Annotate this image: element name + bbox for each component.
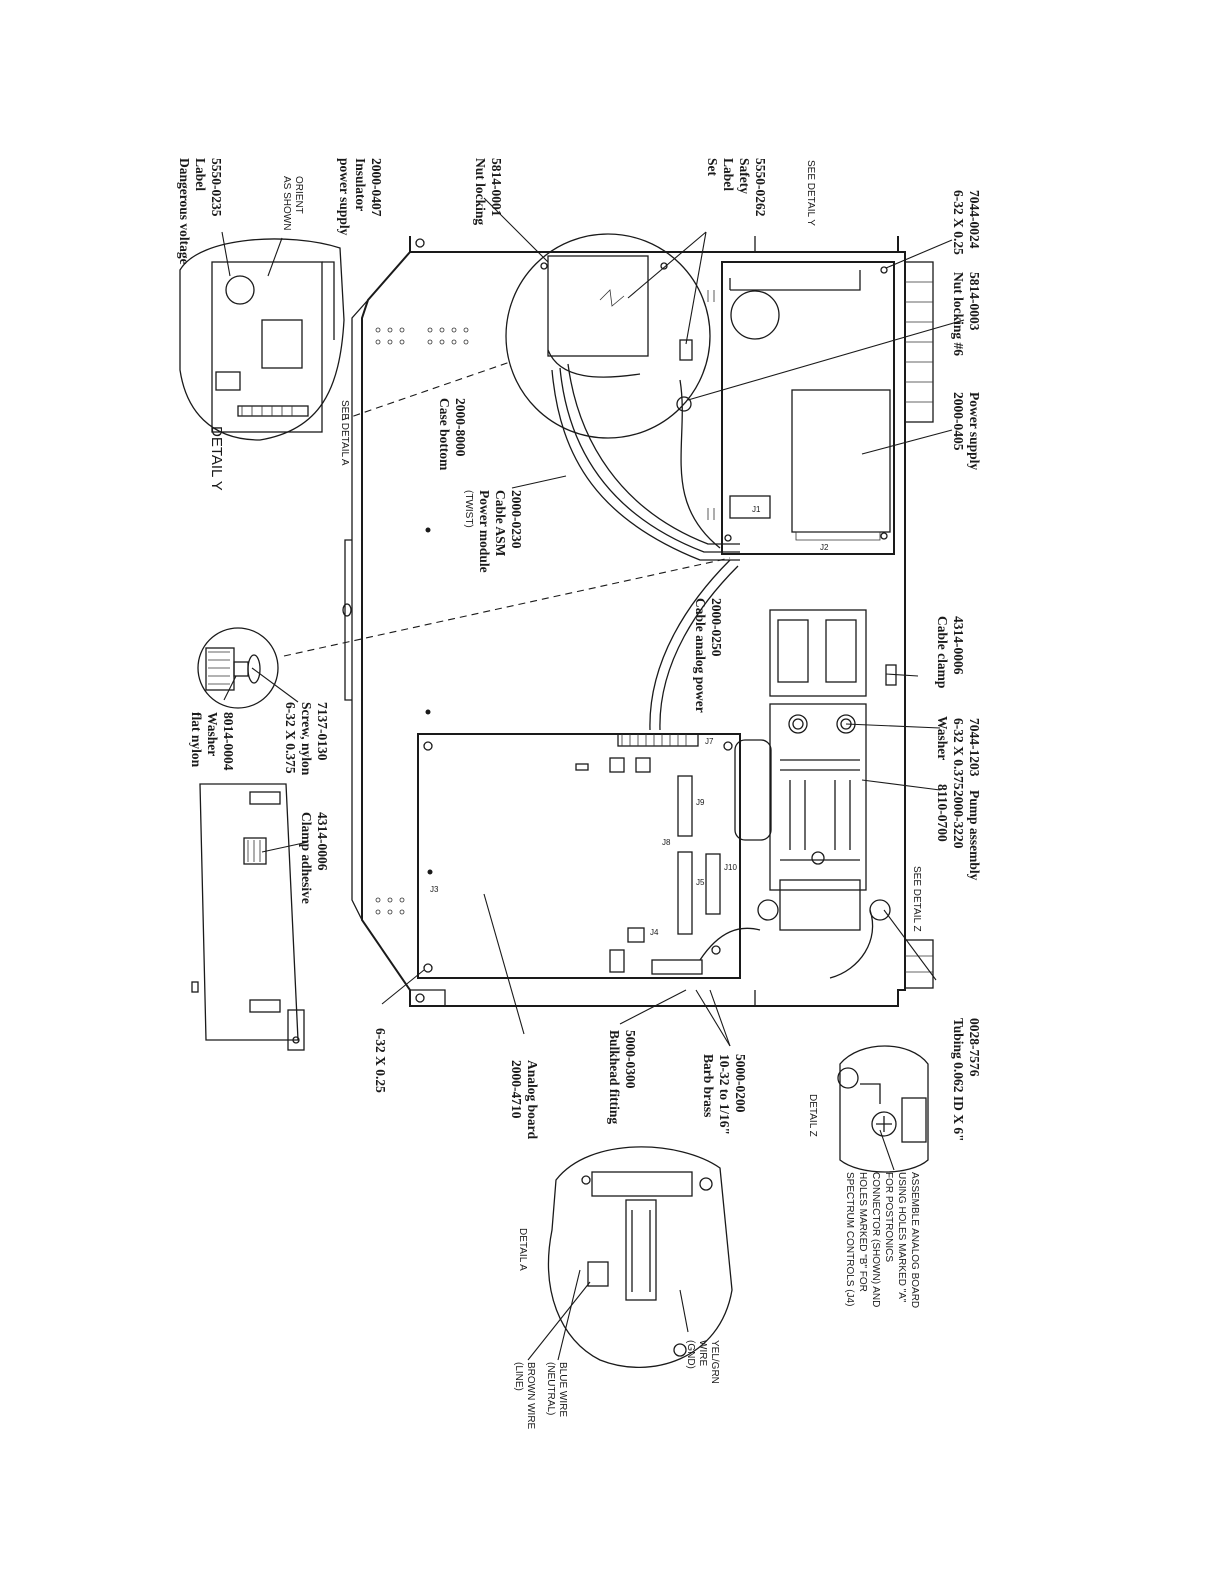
svg-text:DETAIL Z: DETAIL Z — [807, 1094, 818, 1137]
svg-text:DETAIL Y: DETAIL Y — [208, 426, 225, 491]
callout-8110-0700: 8110-0700 — [935, 784, 950, 842]
callout-pump-assembly: 2000-3220Pump assembly — [951, 790, 982, 881]
washer-detail-view — [197, 627, 279, 709]
board-label-j7: J7 — [705, 737, 714, 746]
callout-2000-0230: 2000-0230Cable ASMPower module (TWIST) — [463, 490, 524, 573]
board-label-j8: J8 — [662, 838, 671, 847]
callout-7137-0130: 7137-0130Screw, nylon6-32 X 0.375 — [283, 702, 330, 776]
callout-see-detail-z: SEE DETAIL Z — [911, 866, 922, 932]
board-label-j3: J3 — [430, 885, 439, 894]
detail-z-view — [837, 1045, 929, 1173]
svg-text:5814-0003Nut locking #6: 5814-0003Nut locking #6 — [951, 272, 982, 356]
board-label-j5: J5 — [696, 878, 705, 887]
callout-7044-1203: 7044-12036-32 X 0.375 — [951, 718, 982, 790]
case-bottom-outline — [342, 236, 934, 1007]
svg-text:7044-00246-32 X 0.25: 7044-00246-32 X 0.25 — [951, 190, 982, 255]
callout-orient-as-shown: ORIENTAS SHOWN — [281, 176, 304, 230]
svg-text:5000-020010-32 to 1/16"Barb br: 5000-020010-32 to 1/16"Barb brass — [701, 1054, 748, 1135]
svg-text:8014-0004Washerflat nylon: 8014-0004Washerflat nylon — [189, 712, 236, 771]
callout-see-detail-y: SEE DETAIL Y — [805, 160, 816, 226]
svg-text:SEE DETAIL Z: SEE DETAIL Z — [911, 866, 922, 932]
power-supply-board: J1 J2 — [707, 261, 895, 555]
washer-detail-leader — [283, 557, 731, 657]
callout-brown-wire: BROWN WIRE(LINE) — [513, 1362, 536, 1430]
callout-5000-0300: 5000-0300Bulkhead fitting — [607, 1030, 638, 1124]
detail-a-leader — [341, 361, 511, 421]
callout-6-32-x-0-25: 6-32 X 0.25 — [373, 1028, 388, 1093]
callout-8014-0004: 8014-0004Washerflat nylon — [189, 712, 236, 771]
svg-text:2000-0250Cable analog power: 2000-0250Cable analog power — [693, 598, 724, 713]
svg-text:2000-0407Insulatorpower supply: 2000-0407Insulatorpower supply — [337, 158, 384, 236]
callout-5550-0235: 5550-0235LabelDangerous voltage — [177, 158, 224, 265]
callout-leaders — [221, 197, 965, 1361]
svg-text:Power supply2000-0405: Power supply2000-0405 — [951, 392, 982, 470]
svg-text:5000-0300Bulkhead fitting: 5000-0300Bulkhead fitting — [607, 1030, 638, 1124]
svg-text:SEE DETAIL A: SEE DETAIL A — [339, 400, 350, 466]
label-detail-y: DETAIL Y — [208, 426, 225, 491]
svg-text:5550-0235LabelDangerous voltag: 5550-0235LabelDangerous voltage — [177, 158, 224, 265]
board-label-j4: J4 — [650, 928, 659, 937]
callout-analog-board: Analog board2000-4710 — [509, 1060, 540, 1140]
board-label-j9: J9 — [696, 798, 705, 807]
svg-text:(TWIST): (TWIST) — [463, 490, 474, 528]
svg-text:7137-0130Screw, nylon6-32 X 0.: 7137-0130Screw, nylon6-32 X 0.375 — [283, 702, 330, 776]
svg-text:SEE DETAIL Y: SEE DETAIL Y — [805, 160, 816, 226]
callout-0028-7576: 0028-7576Tubing 0.062 ID X 6" — [951, 1018, 982, 1142]
svg-text:Analog board2000-4710: Analog board2000-4710 — [509, 1060, 540, 1140]
svg-text:ORIENTAS SHOWN: ORIENTAS SHOWN — [281, 176, 304, 230]
callout-blue-wire: BLUE WIRE(NEUTRAL) — [545, 1362, 568, 1417]
svg-text:ASSEMBLE ANALOG BOARDUSING HOL: ASSEMBLE ANALOG BOARDUSING HOLES MARKED … — [844, 1172, 920, 1308]
callout-5814-0003: 5814-0003Nut locking #6 — [951, 272, 982, 356]
detail-a-circle — [505, 233, 711, 439]
analog-board: J7 J9 J8 J10 J5 J4 J3 — [417, 733, 741, 979]
callout-power-supply: Power supply2000-0405 — [951, 392, 982, 470]
callout-4314-0006-clamp-adhesive: 4314-0006Clamp adhesive — [299, 812, 330, 904]
svg-text:BLUE WIRE(NEUTRAL): BLUE WIRE(NEUTRAL) — [545, 1362, 568, 1417]
board-label-j1: J1 — [752, 505, 761, 514]
svg-text:5814-0001Nut locking: 5814-0001Nut locking — [473, 158, 504, 225]
svg-text:2000-3220Pump assembly: 2000-3220Pump assembly — [951, 790, 982, 881]
svg-text:2000-0230Cable ASMPower module: 2000-0230Cable ASMPower module — [477, 490, 524, 573]
board-label-j2: J2 — [820, 543, 829, 552]
pump-assembly — [734, 609, 897, 931]
svg-text:4314-0006Clamp adhesive: 4314-0006Clamp adhesive — [299, 812, 330, 904]
callout-4314-0006-cable-clamp: 4314-0006Cable clamp — [935, 616, 966, 688]
callout-7044-0024: 7044-00246-32 X 0.25 — [951, 190, 982, 255]
svg-text:6-32 X 0.25: 6-32 X 0.25 — [373, 1028, 388, 1093]
callout-2000-0250: 2000-0250Cable analog power — [693, 598, 724, 713]
callout-2000-0407: 2000-0407Insulatorpower supply — [337, 158, 384, 236]
callout-yel-grn-wire: YEL/GRNWIRE(GND) — [685, 1340, 720, 1384]
callout-5550-0262: 5550-0262SafetyLabelSet — [705, 158, 768, 217]
board-label-j10: J10 — [724, 863, 737, 872]
svg-text:7044-12036-32 X 0.375: 7044-12036-32 X 0.375 — [951, 718, 982, 790]
label-detail-a: DETAIL A — [517, 1228, 528, 1271]
svg-text:5550-0262SafetyLabelSet: 5550-0262SafetyLabelSet — [705, 158, 768, 217]
svg-text:DETAIL A: DETAIL A — [517, 1228, 528, 1271]
svg-text:YEL/GRNWIRE(GND): YEL/GRNWIRE(GND) — [685, 1340, 720, 1384]
callout-2000-8000: 2000-8000Case bottom — [437, 398, 468, 471]
callout-5000-0200: 5000-020010-32 to 1/16"Barb brass — [701, 1054, 748, 1135]
svg-text:8110-0700: 8110-0700 — [935, 784, 950, 842]
svg-text:Washer: Washer — [935, 716, 950, 760]
callout-5814-0001: 5814-0001Nut locking — [473, 158, 504, 225]
detail-a-view — [548, 1146, 733, 1368]
detail-y-view — [179, 238, 345, 441]
callout-washer: Washer — [935, 716, 950, 760]
callout-assemble-analog-board: ASSEMBLE ANALOG BOARDUSING HOLES MARKED … — [844, 1172, 920, 1308]
svg-text:BROWN WIRE(LINE): BROWN WIRE(LINE) — [513, 1362, 536, 1430]
svg-text:2000-8000Case bottom: 2000-8000Case bottom — [437, 398, 468, 471]
cables — [551, 363, 874, 979]
side-panel-view — [191, 783, 305, 1051]
svg-text:0028-7576Tubing 0.062 ID X 6": 0028-7576Tubing 0.062 ID X 6" — [951, 1018, 982, 1142]
callout-see-detail-a: SEE DETAIL A — [339, 400, 350, 466]
label-detail-z: DETAIL Z — [807, 1094, 818, 1137]
svg-text:4314-0006Cable clamp: 4314-0006Cable clamp — [935, 616, 966, 688]
